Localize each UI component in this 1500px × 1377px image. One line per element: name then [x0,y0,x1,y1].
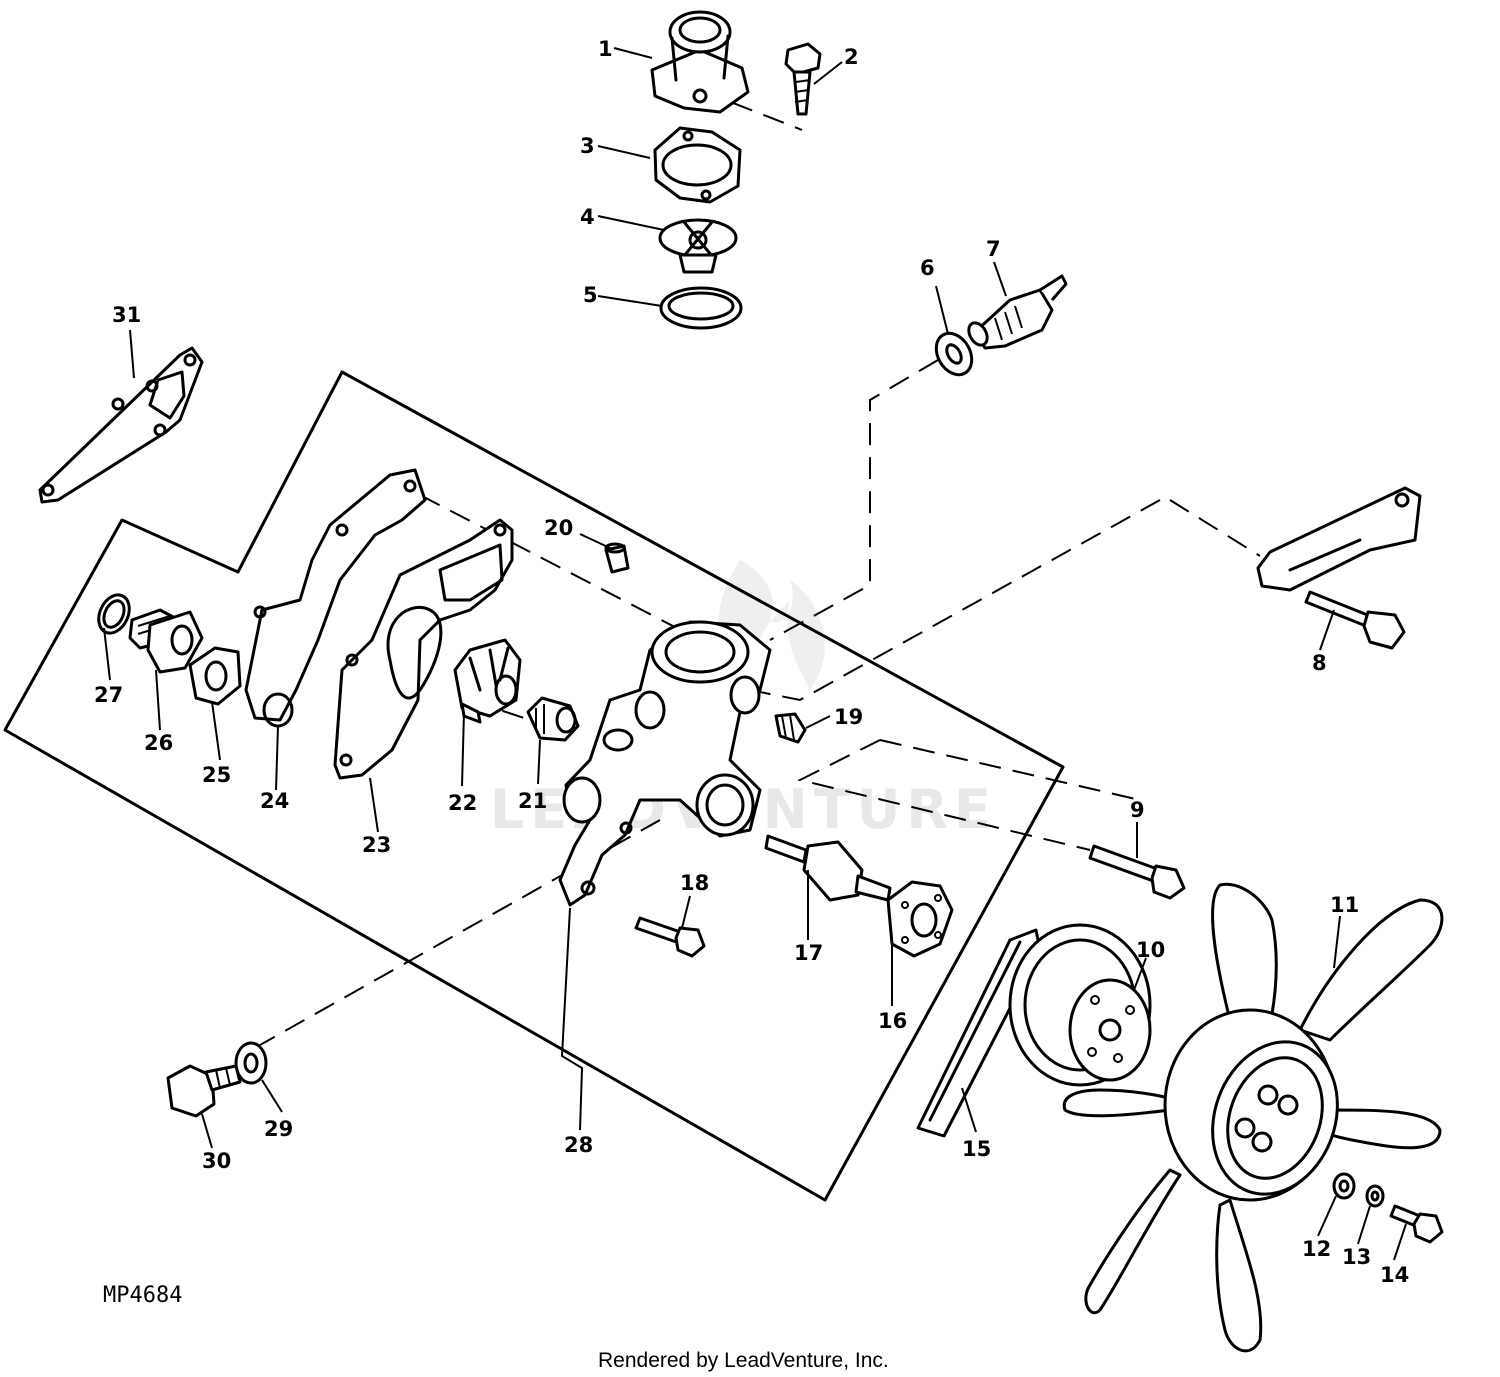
callout-29: 29 [264,1117,293,1141]
fan-bolt [1389,1204,1444,1244]
callout-25: 25 [202,763,231,787]
leader-lines [103,47,1407,1261]
callout-6: 6 [920,256,935,280]
fan-pulley [1008,923,1152,1087]
callout-2: 2 [844,45,859,69]
o-ring-small [97,593,131,635]
cooling-fan [1062,882,1444,1353]
callout-26: 26 [144,731,173,755]
callout-1: 1 [598,37,613,61]
callout-24: 24 [260,789,289,813]
thermostat-gasket [653,126,742,204]
drawing-code: MP4684 [103,1283,182,1308]
callout-13: 13 [1342,1245,1371,1269]
callout-5: 5 [583,283,598,307]
callout-11: 11 [1330,893,1359,917]
alignment-lines [259,89,1261,1046]
fitting-gasket [188,646,242,706]
callouts: 1 2 3 4 5 6 7 8 9 10 11 12 13 14 15 16 1… [94,37,1409,1287]
callout-16: 16 [878,1009,907,1033]
temperature-switch [967,274,1068,350]
impeller [453,638,522,724]
pump-bolt-long [1088,844,1186,900]
callout-10: 10 [1136,938,1165,962]
water-pump-housing [558,620,772,907]
pump-seal [526,696,580,742]
callout-4: 4 [580,205,595,229]
credit-line: Rendered by LeadVenture, Inc. [598,1349,889,1372]
callout-12: 12 [1302,1237,1331,1261]
callout-14: 14 [1380,1263,1409,1287]
callout-27: 27 [94,683,123,707]
housing-gasket [333,518,514,780]
thermostat [658,218,738,274]
callout-21: 21 [518,789,547,813]
fan-bracket [1256,486,1422,592]
sender-washer [934,331,974,377]
callout-15: 15 [962,1137,991,1161]
callout-9: 9 [1130,798,1145,822]
shaft-bearing [764,834,892,902]
cover-bolt [784,42,822,116]
callout-28: 28 [564,1133,593,1157]
outlet-fitting [128,608,204,674]
drain-plug [166,1064,242,1118]
callout-18: 18 [680,871,709,895]
thermostat-seal [659,286,743,330]
fan-washer [1332,1172,1356,1200]
callout-23: 23 [362,833,391,857]
callout-19: 19 [834,705,863,729]
bracket-bolt [1304,590,1406,650]
thermostat-cover [650,10,750,114]
plug-small [604,542,630,574]
plug-threaded [774,712,807,744]
drain-washer [234,1041,268,1085]
callout-17: 17 [794,941,823,965]
housing-bolt [634,916,706,958]
cover-plate-gasket [38,346,204,504]
callout-20: 20 [544,516,573,540]
callout-30: 30 [202,1149,231,1173]
pump-hub [886,880,954,958]
assembly-outline [3,370,1065,1202]
callout-31: 31 [112,303,141,327]
callout-7: 7 [986,237,1001,261]
callout-8: 8 [1312,651,1327,675]
callout-22: 22 [448,791,477,815]
lock-washer [1365,1184,1385,1208]
callout-3: 3 [580,134,595,158]
